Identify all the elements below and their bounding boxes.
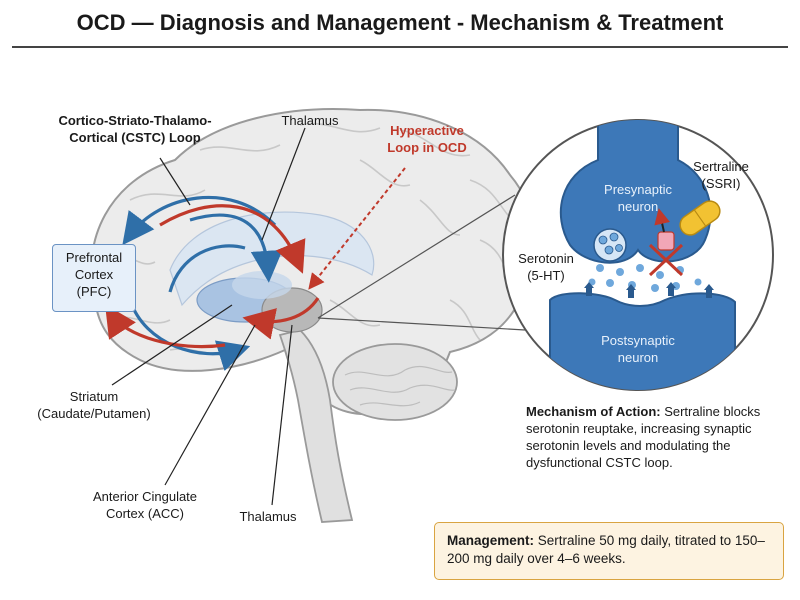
reuptake-transporter xyxy=(648,208,684,277)
pfc-label-box: Prefrontal Cortex (PFC) xyxy=(52,244,136,312)
cstc-loop-red xyxy=(105,204,320,349)
mechanism-heading: Mechanism of Action: xyxy=(526,404,665,419)
management-box: Management: Sertraline 50 mg daily, titr… xyxy=(434,522,784,580)
leader-lines xyxy=(111,127,526,506)
acc-label: Anterior Cingulate Cortex (ACC) xyxy=(92,489,198,521)
presynaptic-label: Presynaptic neuron xyxy=(604,182,672,214)
hyperactive-pointer xyxy=(308,167,406,290)
cerebellum xyxy=(332,343,458,421)
sertraline-label: Sertraline (SSRI) xyxy=(693,159,749,191)
postsynaptic-neuron xyxy=(549,292,736,390)
serotonin-label: Serotonin (5-HT) xyxy=(518,251,574,283)
sertraline-pill-icon xyxy=(679,200,721,236)
thalamus-bottom-label: Thalamus xyxy=(239,509,297,524)
mechanism-of-action: Mechanism of Action: Sertraline blocks s… xyxy=(526,403,788,471)
postsynaptic-label: Postsynaptic neuron xyxy=(601,333,675,365)
serotonin-molecules xyxy=(588,264,702,292)
corpus-callosum xyxy=(169,211,375,307)
synapse-zoom xyxy=(502,119,774,391)
brain-outline xyxy=(90,108,537,416)
page-title: OCD — Diagnosis and Management - Mechani… xyxy=(76,10,724,35)
receptors xyxy=(584,282,714,298)
striatum-label: Striatum (Caudate/Putamen) xyxy=(37,389,151,421)
brainstem xyxy=(278,329,354,523)
title-divider xyxy=(12,46,788,48)
hyperactive-loop-label: Hyperactive Loop in OCD xyxy=(387,123,467,155)
management-heading: Management: xyxy=(447,533,538,548)
thalamus-top-label: Thalamus xyxy=(281,113,339,128)
mechanism-text: Sertraline blocks serotonin reuptake, in… xyxy=(526,404,761,470)
cstc-loop-label: Cortico-Striato-Thalamo- Cortical (CSTC)… xyxy=(58,113,212,145)
presynaptic-neuron xyxy=(559,120,712,264)
management-text: Sertraline 50 mg daily, titrated to 150–… xyxy=(447,533,765,566)
